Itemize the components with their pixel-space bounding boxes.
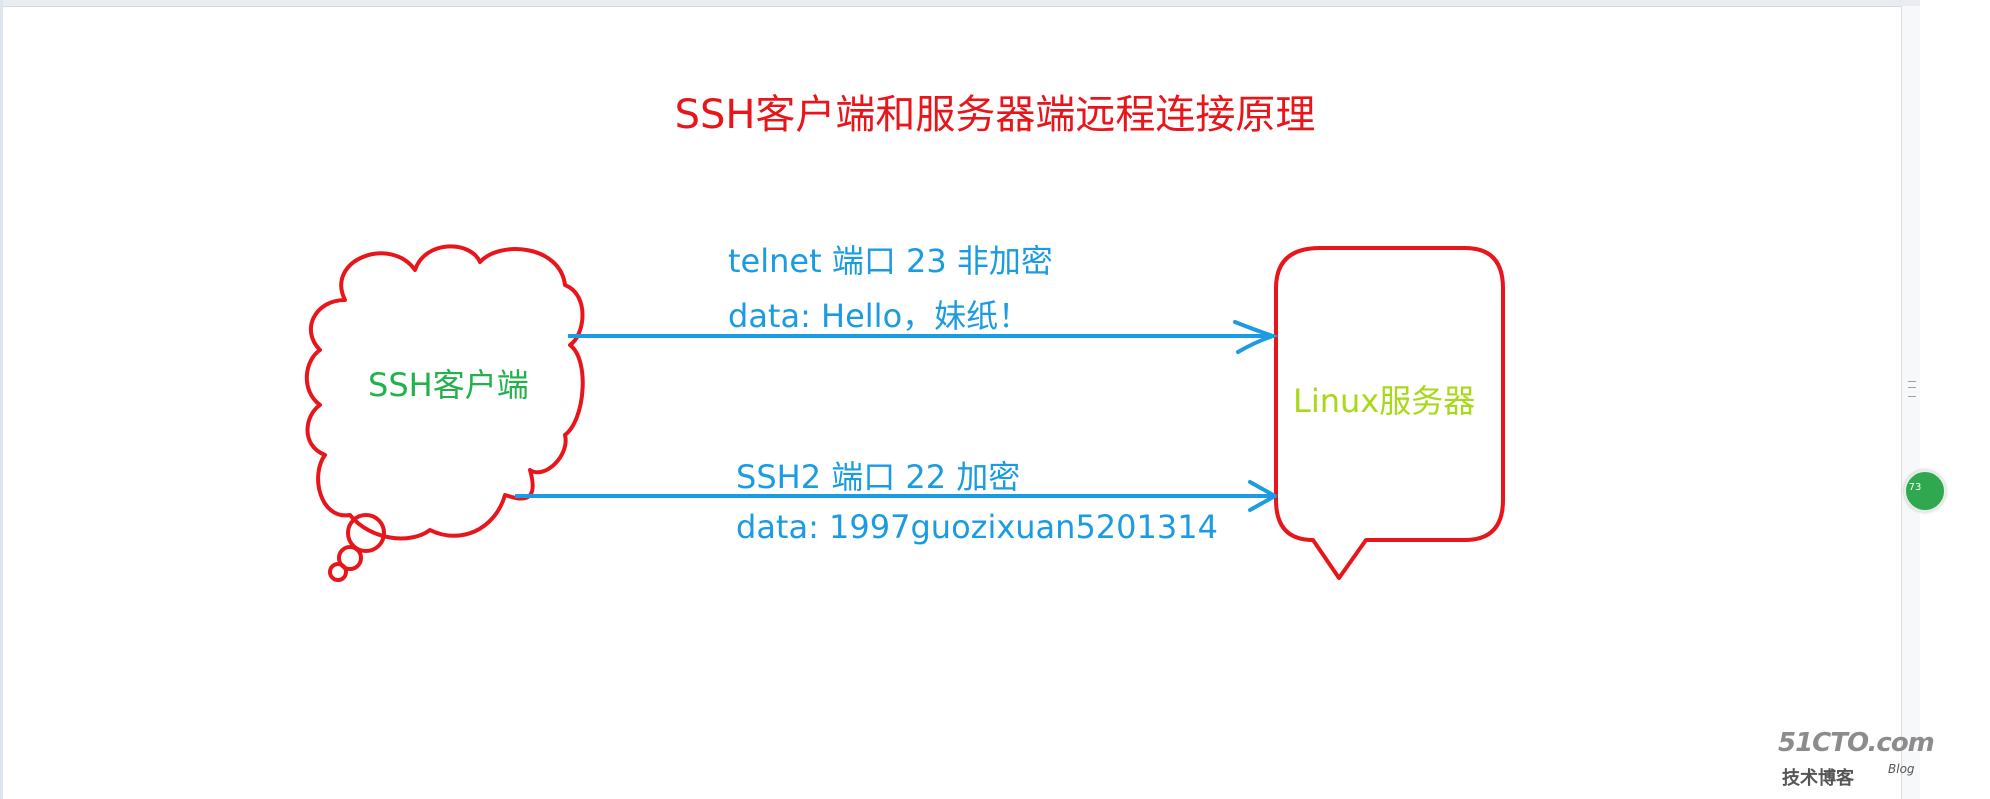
side-badge[interactable] xyxy=(1904,470,1946,512)
diagram-title: SSH客户端和服务器端远程连接原理 xyxy=(674,92,1316,138)
ssh2-protocol-label: SSH2 端口 22 加密 xyxy=(736,458,1021,496)
vertical-scrollbar[interactable] xyxy=(1901,6,1920,799)
diagram-canvas: SSH客户端和服务器端远程连接原理 SSH客户端 Linux服务器 telnet… xyxy=(0,0,1946,799)
window-left-border xyxy=(0,0,3,799)
watermark-subtitle: 技术博客 xyxy=(1782,768,1854,789)
telnet-data-label: data: Hello，妹纸！ xyxy=(728,297,1031,335)
cloud-bubble-large xyxy=(346,513,386,553)
window-top-border xyxy=(0,0,1920,7)
client-label: SSH客户端 xyxy=(368,366,529,404)
server-speech-bubble xyxy=(1274,246,1505,580)
telnet-arrowhead xyxy=(1233,320,1280,354)
diagram-shapes xyxy=(304,244,1505,582)
watermark-blog: Blog xyxy=(1888,762,1915,776)
server-label: Linux服务器 xyxy=(1293,382,1476,420)
watermark: 51CTO.com 技术博客 Blog xyxy=(1778,728,1935,796)
cloud-bubble-small xyxy=(328,562,348,582)
cloud-bubble-medium xyxy=(337,545,363,571)
watermark-logo: 51CTO.com xyxy=(1778,728,1935,758)
side-badge-count: 73 xyxy=(1908,482,1922,493)
client-cloud-shape xyxy=(304,244,585,541)
ssh2-data-label: data: 1997guozixuan5201314 xyxy=(736,508,1218,546)
telnet-protocol-label: telnet 端口 23 非加密 xyxy=(728,242,1053,280)
ssh2-arrowhead xyxy=(1248,480,1277,512)
scrollbar-grip-icon[interactable] xyxy=(1908,381,1916,397)
